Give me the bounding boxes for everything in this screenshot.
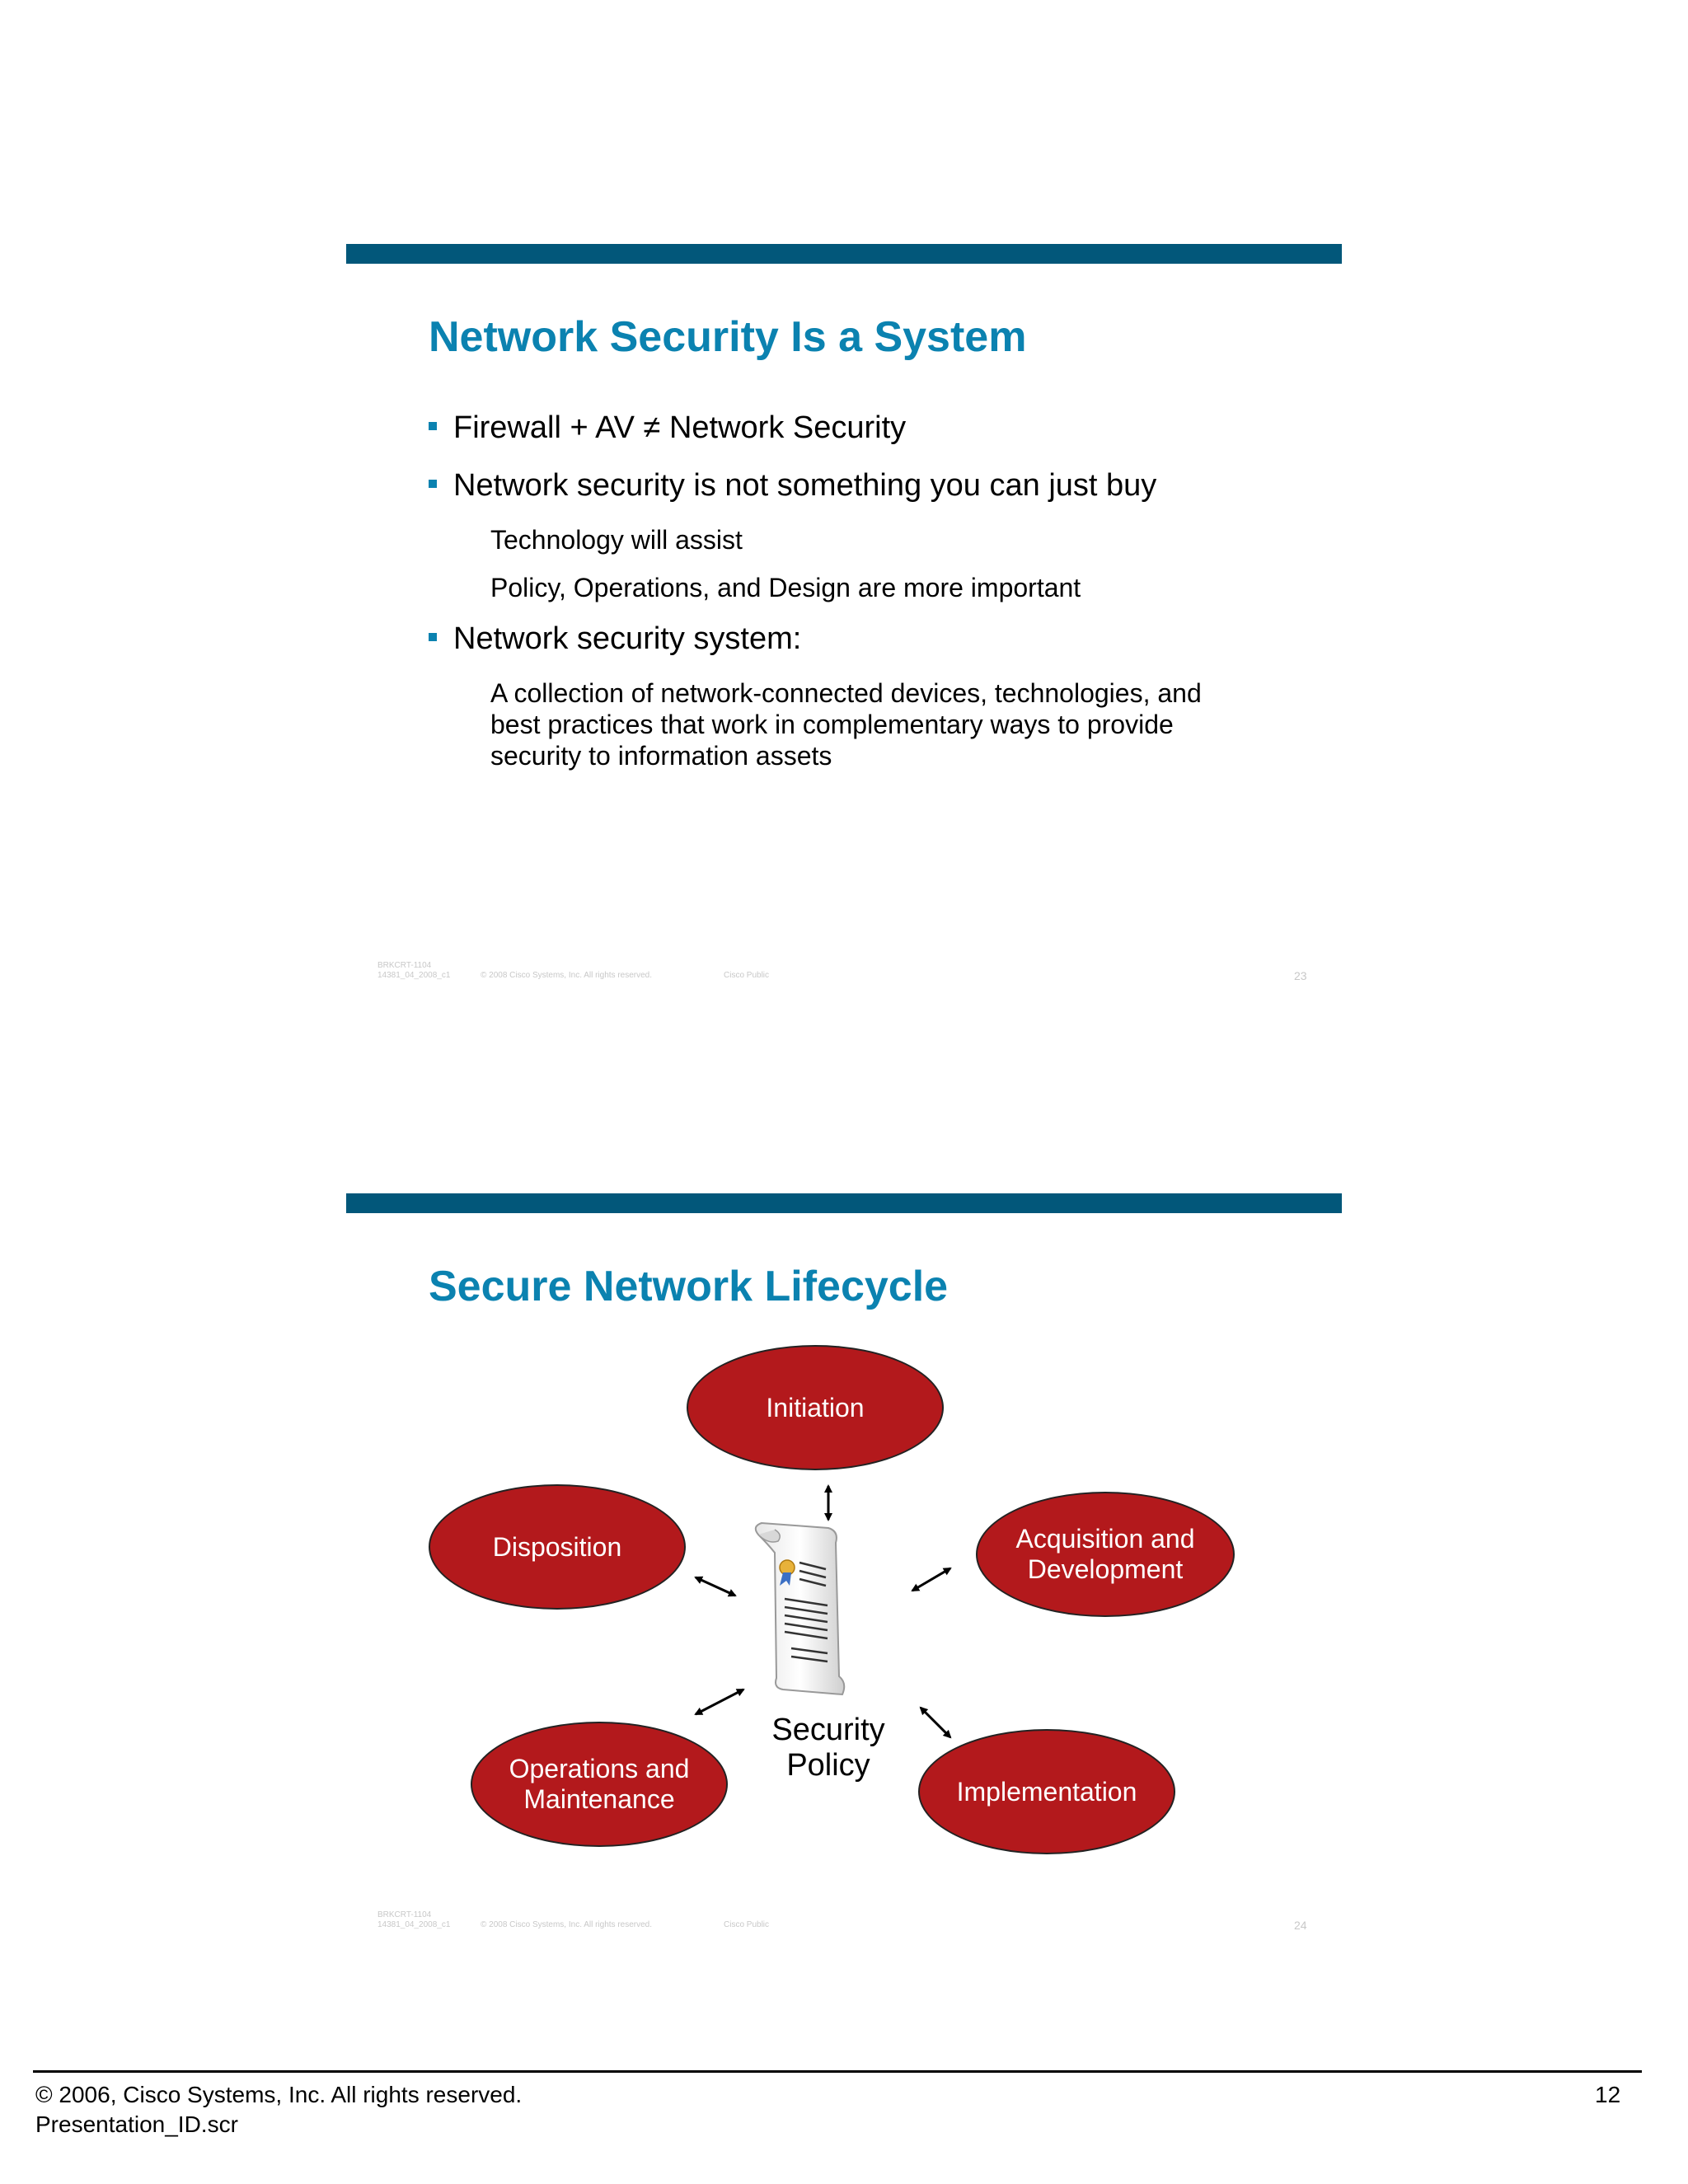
phase-implementation: Implementation [918, 1729, 1175, 1854]
page-footer: © 2006, Cisco Systems, Inc. All rights r… [35, 2080, 522, 2139]
phase-label: Acquisition and Development [1006, 1524, 1204, 1585]
footer-classification: Cisco Public [724, 971, 769, 981]
bullet-text: Firewall + AV ≠ Network Security [453, 410, 906, 445]
footer-id: 14381_04_2008_c1 [377, 1920, 450, 1930]
phase-label: Implementation [957, 1777, 1137, 1807]
slide-footer: BRKCRT-1104 14381_04_2008_c1 © 2008 Cisc… [377, 1910, 450, 1930]
phase-disposition: Disposition [429, 1484, 686, 1610]
sub-item: Technology will assist [490, 524, 743, 555]
arrow-acquisition [912, 1568, 950, 1591]
bullet-text: Network security is not something you ca… [453, 468, 1156, 503]
slide-number: 24 [1294, 1919, 1307, 1932]
slide-header-bar [346, 244, 1342, 264]
footer-classification: Cisco Public [724, 1920, 769, 1930]
slide-number: 23 [1294, 969, 1307, 982]
page-number: 12 [1595, 2082, 1620, 2108]
page-copyright: © 2006, Cisco Systems, Inc. All rights r… [35, 2080, 522, 2110]
bullet-text: Network security system: [453, 621, 801, 656]
sub-item: Policy, Operations, and Design are more … [490, 572, 1081, 603]
arrow-operations [696, 1690, 743, 1714]
bullet-square-icon [429, 633, 437, 641]
page-footer-rule [33, 2070, 1642, 2073]
sub-item: A collection of network-connected device… [490, 677, 1257, 771]
footer-copyright: © 2008 Cisco Systems, Inc. All rights re… [481, 971, 652, 981]
slide-23: Network Security Is a System Firewall + … [346, 244, 1343, 1027]
bullet-square-icon [429, 480, 437, 488]
phase-label: Disposition [493, 1532, 622, 1563]
bullet-square-icon [429, 422, 437, 430]
bullet-item: Network security system: [429, 621, 801, 657]
phase-operations-maintenance: Operations and Maintenance [471, 1722, 728, 1847]
phase-label: Initiation [766, 1393, 864, 1423]
phase-initiation: Initiation [687, 1345, 944, 1470]
footer-copyright: © 2008 Cisco Systems, Inc. All rights re… [481, 1920, 652, 1930]
phase-label: Operations and Maintenance [500, 1754, 698, 1815]
presentation-id: Presentation_ID.scr [35, 2110, 522, 2139]
slide-24: Secure Network Lifecycle [346, 1193, 1343, 1976]
arrow-implementation [921, 1708, 950, 1737]
bullet-item: Firewall + AV ≠ Network Security [429, 410, 906, 446]
arrow-disposition [696, 1577, 735, 1596]
footer-id: 14381_04_2008_c1 [377, 971, 450, 981]
policy-scroll-icon [750, 1520, 865, 1705]
center-label: Security Policy [767, 1713, 890, 1783]
phase-acquisition-development: Acquisition and Development [976, 1492, 1235, 1617]
bullet-item: Network security is not something you ca… [429, 468, 1156, 504]
slide-footer: BRKCRT-1104 14381_04_2008_c1 © 2008 Cisc… [377, 961, 450, 981]
footer-code: BRKCRT-1104 [377, 961, 450, 971]
slide-title: Network Security Is a System [429, 312, 1026, 362]
footer-code: BRKCRT-1104 [377, 1910, 450, 1920]
